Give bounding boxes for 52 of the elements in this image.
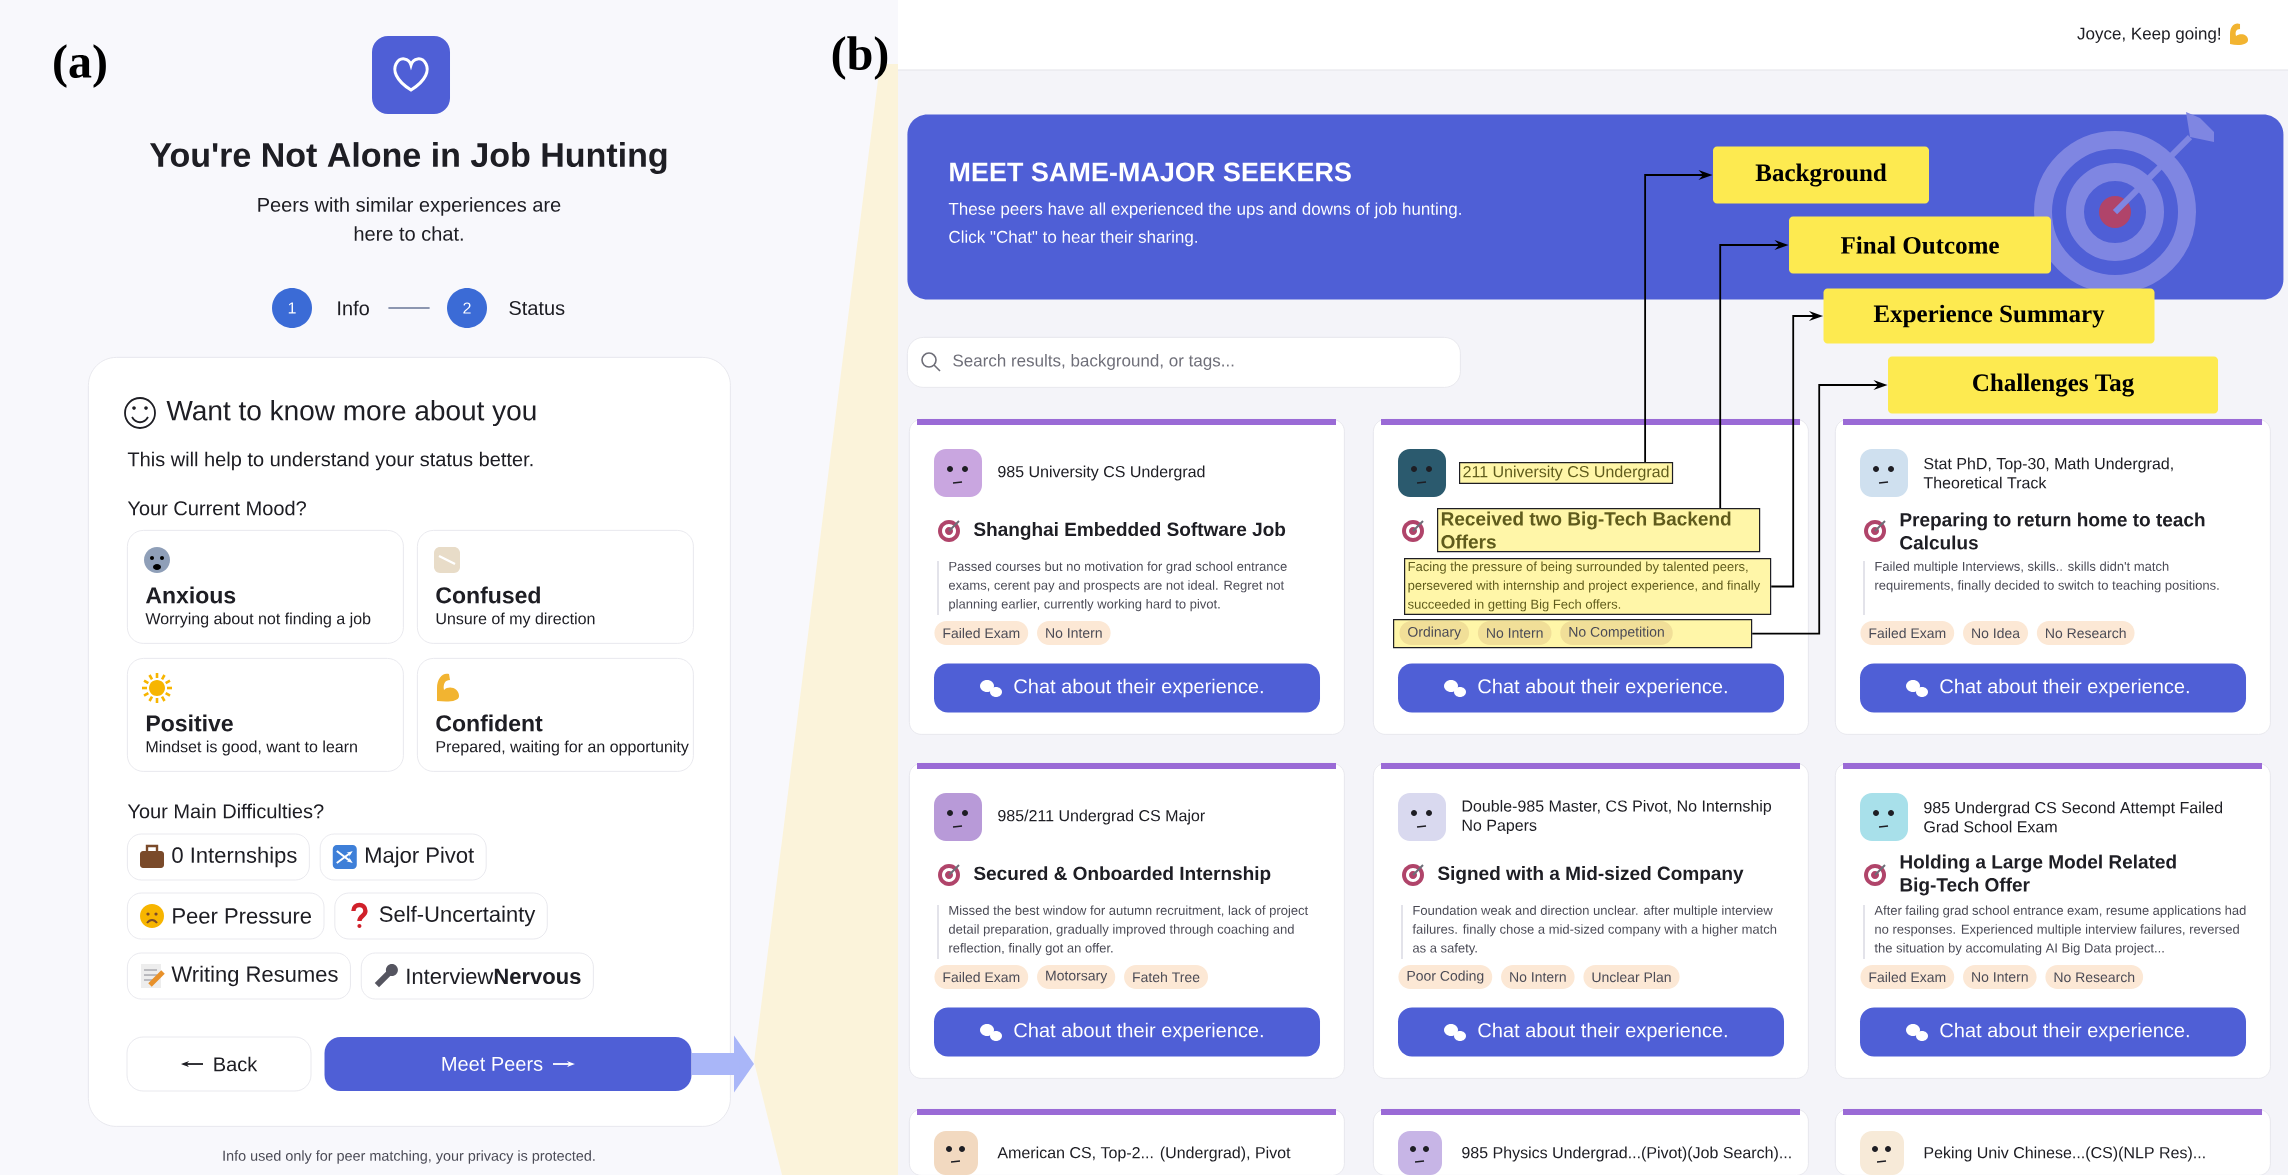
tag-pill: Unclear Plan [1583,965,1680,989]
greeting-text: Joyce, Keep going! [2077,27,2220,43]
tag-pill: Failed Exam [1860,965,1955,989]
highlight-box: Received two Big-Tech Backend Offers [1437,508,1761,553]
panel-letter: (b) [832,36,888,80]
highlight-box: 211 University CS Undergrad [1459,461,1674,485]
page-title: You're Not Alone in Job Hunting [149,142,667,174]
meet-peers-button: Meet Peers [324,1037,692,1091]
tag-pill: Failed Exam [1860,621,1955,645]
mood-option-card: Anxious Worrying about not finding a job [127,530,404,644]
tag-pill: Poor Coding [1398,965,1493,989]
annotation-label: Experience Summary [1823,288,2155,344]
option-chip: Peer Pressure [127,892,325,940]
step-label: Info [338,300,369,316]
tag-pill: No Intern [1963,965,2037,989]
tag-pill: No Research [2045,965,2144,989]
highlight-box: Facing the pressure of being surrounded by talented peers, persevered with internship and project experience, and finally succeeded in getting Big Fech offers. [1404,558,1772,615]
search-field: Search results, background, or tags... [907,337,1461,388]
tag-pill: Ordinary [1399,621,1470,645]
mood-option-card: Confident Prepared, waiting for an opportunity [417,658,694,772]
annotation-label: Challenges Tag [1888,356,2218,414]
back-button: Back [126,1036,312,1092]
chat-button: Chat about their experience. [1860,1007,2246,1057]
option-chip: 0 Internships [127,833,310,881]
tag-pill: Motorsary [1037,965,1116,989]
option-chip: Major Pivot [319,833,487,881]
profile-card: 985 Physics Undergrad...(Pivot)(Job Search)... [1373,1109,1809,1175]
option-chip: Self-Uncertainty [334,892,548,940]
chat-button: Chat about their experience. [1398,663,1784,713]
tag-pill: Failed Exam [934,621,1029,645]
option-chip: Writing Resumes [127,952,351,1000]
mood-option-card: Confused Unsure of my direction [417,530,694,644]
option-chip: InterviewNervous [360,952,594,1000]
chat-button: Chat about their experience. [1860,663,2246,713]
chat-button: Chat about their experience. [934,1007,1320,1057]
tag-pill: Failed Exam [934,965,1029,989]
tag-pill: No Intern [1477,621,1552,645]
tag-pill: No Intern [1037,621,1111,645]
tag-pill: No Competition [1560,621,1673,645]
tag-pill: No Intern [1501,965,1575,989]
chat-button: Chat about their experience. [1398,1007,1784,1057]
connector-line [387,307,431,309]
mood-option-card: Positive Mindset is good, want to learn [127,658,404,772]
footer-note: Info used only for peer matching, your privacy is protected. [223,1150,595,1164]
step-label: Status [509,300,565,316]
profile-card: American CS, Top-2... (Undergrad), Pivot [909,1109,1345,1175]
tag-pill: No Research [2036,621,2135,645]
panel-letter: (a) [54,44,106,88]
page-subtitle: Peers with similar experiences are here to chat. [258,197,561,241]
profile-card: Peking Univ Chinese...(CS)(NLP Res)... [1835,1109,2271,1175]
chat-button: Chat about their experience. [934,663,1320,713]
tag-pill: Fateh Tree [1124,965,1208,989]
